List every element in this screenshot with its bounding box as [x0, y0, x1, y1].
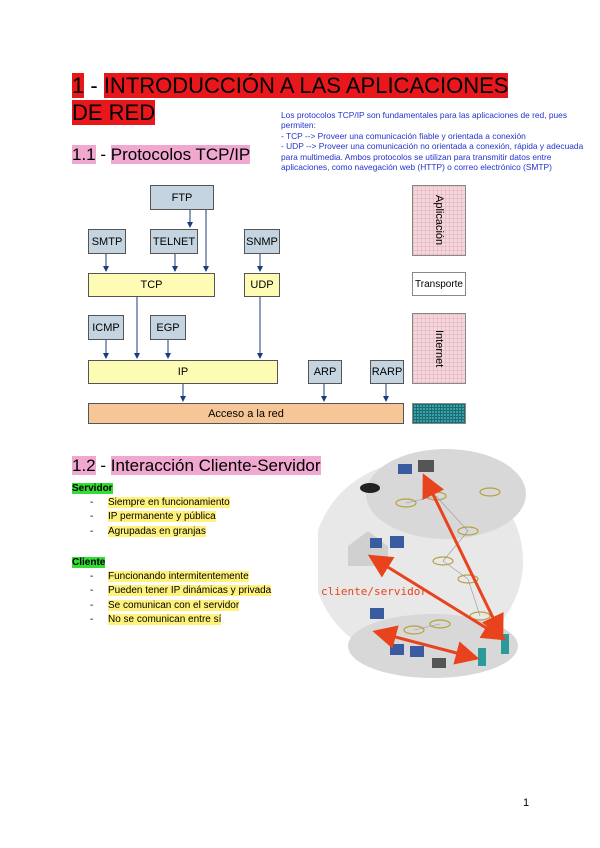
layer-transport-label: Transporte — [415, 278, 463, 290]
list-item: Agrupadas en granjas — [90, 525, 230, 539]
list-item: Funcionando intermitentemente — [90, 570, 271, 584]
layer-network-access — [412, 403, 466, 424]
note-line-3: - UDP --> Proveer una comunicación no or… — [281, 141, 584, 173]
section1-separator: - — [95, 145, 111, 164]
layer-application: Aplicación — [412, 185, 466, 256]
layer-internet-label: Internet — [433, 329, 445, 368]
tcp-box: TCP — [88, 273, 215, 297]
section-heading-client-server: 1.2 - Interacción Cliente-Servidor — [72, 456, 321, 476]
icmp-box: ICMP — [88, 315, 124, 340]
note-line-2: - TCP --> Proveer una comunicación fiabl… — [281, 130, 526, 141]
layer-application-label: Aplicación — [433, 195, 445, 246]
udp-box: UDP — [244, 273, 280, 297]
servidor-label: Servidor — [72, 483, 113, 494]
snmp-box: SNMP — [244, 229, 280, 254]
list-item: IP permanente y pública — [90, 510, 230, 524]
section-heading-protocols: 1.1 - Protocolos TCP/IP — [72, 145, 251, 165]
title-separator: - — [84, 73, 104, 98]
section2-text: Interacción Cliente-Servidor — [110, 456, 321, 475]
smtp-box: SMTP — [88, 229, 126, 254]
list-item: Pueden tener IP dinámicas y privada — [90, 584, 272, 598]
list-item: Se comunican con el servidor — [90, 599, 271, 613]
list-item: No se comunican entre sí — [90, 613, 271, 627]
section2-number: 1.2 — [72, 456, 96, 475]
section1-number: 1.1 — [72, 145, 96, 164]
section2-separator: - — [95, 456, 111, 475]
ftp-box: FTP — [150, 185, 214, 210]
protocol-note: Los protocolos TCP/IP son fundamentales … — [281, 110, 593, 172]
layer-internet: Internet — [412, 313, 466, 384]
page-title: 1 - INTRODUCCIÓN A LAS APLICACIONES DE R… — [72, 72, 532, 126]
telnet-box: TELNET — [150, 229, 198, 254]
list-item: Siempre en funcionamiento — [90, 496, 230, 510]
section1-text: Protocolos TCP/IP — [110, 145, 251, 164]
network-access-box: Acceso a la red — [88, 403, 404, 424]
layer-transport: Transporte — [412, 272, 466, 296]
rarp-box: RARP — [370, 360, 404, 384]
figure-label: cliente/servidor — [321, 585, 427, 598]
servidor-list: Siempre en funcionamiento IP permanente … — [90, 496, 230, 539]
page-number: 1 — [523, 797, 530, 809]
note-line-1: Los protocolos TCP/IP son fundamentales … — [281, 110, 568, 131]
cliente-list: Funcionando intermitentemente Pueden ten… — [90, 570, 272, 628]
arp-box: ARP — [308, 360, 342, 384]
title-number: 1 — [72, 73, 85, 98]
egp-box: EGP — [150, 315, 186, 340]
cliente-label: Cliente — [72, 557, 106, 568]
client-server-network-illustration — [318, 449, 526, 678]
ip-box: IP — [88, 360, 278, 384]
